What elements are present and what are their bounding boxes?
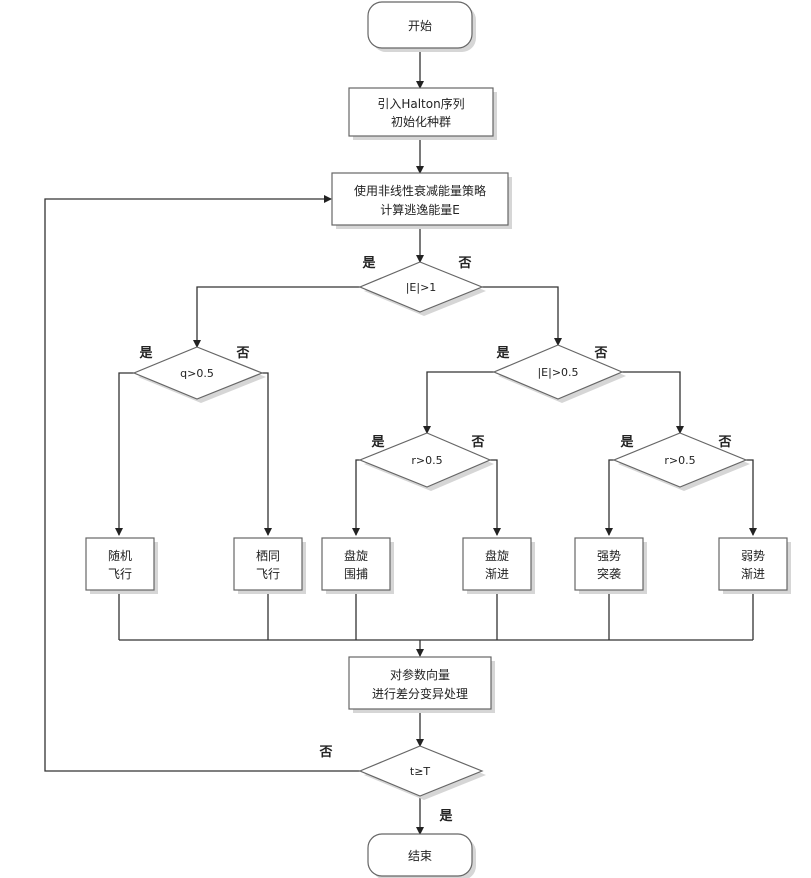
connectors (45, 50, 753, 834)
perch-line2: 飞行 (256, 567, 280, 581)
dec-e1-yes-label: 是 (361, 256, 376, 271)
dec-r-right-no-label: 否 (717, 435, 731, 450)
weak-line2: 渐进 (741, 567, 765, 581)
random-line2: 飞行 (108, 567, 132, 581)
dec-q-yes-label: 是 (138, 346, 153, 361)
progress-line1: 盘旋 (485, 548, 509, 563)
random-line1: 随机 (108, 548, 132, 563)
dec-t-no-label: 否 (318, 745, 332, 760)
init-label-line1: 引入Halton序列 (377, 96, 464, 111)
siege-line1: 盘旋 (344, 548, 368, 563)
process-strong-raid: 强势 突袭 (575, 538, 647, 594)
weak-line1: 弱势 (741, 549, 765, 563)
decision-t: t≥T (360, 746, 486, 800)
process-random-flight: 随机 飞行 (86, 538, 158, 594)
end-label: 结束 (408, 849, 432, 863)
strong-line2: 突袭 (597, 566, 621, 581)
de-line1: 对参数向量 (390, 667, 450, 682)
strong-line1: 强势 (597, 549, 621, 563)
arrow-rr-no (746, 460, 753, 535)
dec-e1-label: |E|>1 (406, 281, 437, 294)
dec-t-label: t≥T (410, 765, 431, 778)
dec-e05-label: |E|>0.5 (537, 366, 578, 379)
dec-t-yes-label: 是 (438, 809, 453, 824)
energy-process: 使用非线性衰减能量策略 计算逃逸能量E (332, 173, 512, 229)
process-spiral-siege: 盘旋 围捕 (322, 538, 394, 594)
arrow-e1-yes (197, 287, 360, 347)
arrow-q-no (262, 373, 268, 535)
dec-r-left-label: r>0.5 (411, 454, 442, 467)
dec-r-right-yes-label: 是 (619, 435, 634, 450)
dec-e05-yes-label: 是 (495, 346, 510, 361)
arrow-q-yes (119, 373, 134, 535)
arrow-rl-no (490, 460, 497, 535)
dec-r-left-no-label: 否 (470, 435, 484, 450)
arrow-e05-no (622, 372, 680, 433)
end-terminal: 结束 (368, 834, 476, 878)
de-line2: 进行差分变异处理 (372, 686, 468, 701)
arrow-dect-no-loop (45, 199, 360, 771)
arrow-e1-no (482, 287, 558, 345)
dec-r-left-yes-label: 是 (370, 435, 385, 450)
energy-label-line1: 使用非线性衰减能量策略 (354, 183, 486, 198)
process-perch-flight: 栖同 飞行 (234, 538, 306, 594)
siege-line2: 围捕 (344, 566, 368, 581)
dec-r-right-label: r>0.5 (664, 454, 695, 467)
process-spiral-progress: 盘旋 渐进 (463, 538, 535, 594)
init-label-line2: 初始化种群 (391, 115, 451, 129)
init-process: 引入Halton序列 初始化种群 (349, 88, 497, 140)
dec-q-label: q>0.5 (180, 367, 214, 380)
de-process: 对参数向量 进行差分变异处理 (349, 657, 495, 713)
arrow-rl-yes (356, 460, 360, 535)
arrow-rr-yes (609, 460, 614, 535)
arrow-e05-yes (427, 372, 494, 433)
perch-line1: 栖同 (256, 548, 280, 563)
dec-q-no-label: 否 (235, 346, 249, 361)
dec-e1-no-label: 否 (457, 256, 471, 271)
start-terminal: 开始 (368, 2, 476, 52)
dec-e05-no-label: 否 (593, 346, 607, 361)
process-weak-progress: 弱势 渐进 (719, 538, 791, 594)
start-label: 开始 (408, 19, 432, 33)
energy-label-line2: 计算逃逸能量E (380, 202, 460, 217)
progress-line2: 渐进 (485, 567, 509, 581)
